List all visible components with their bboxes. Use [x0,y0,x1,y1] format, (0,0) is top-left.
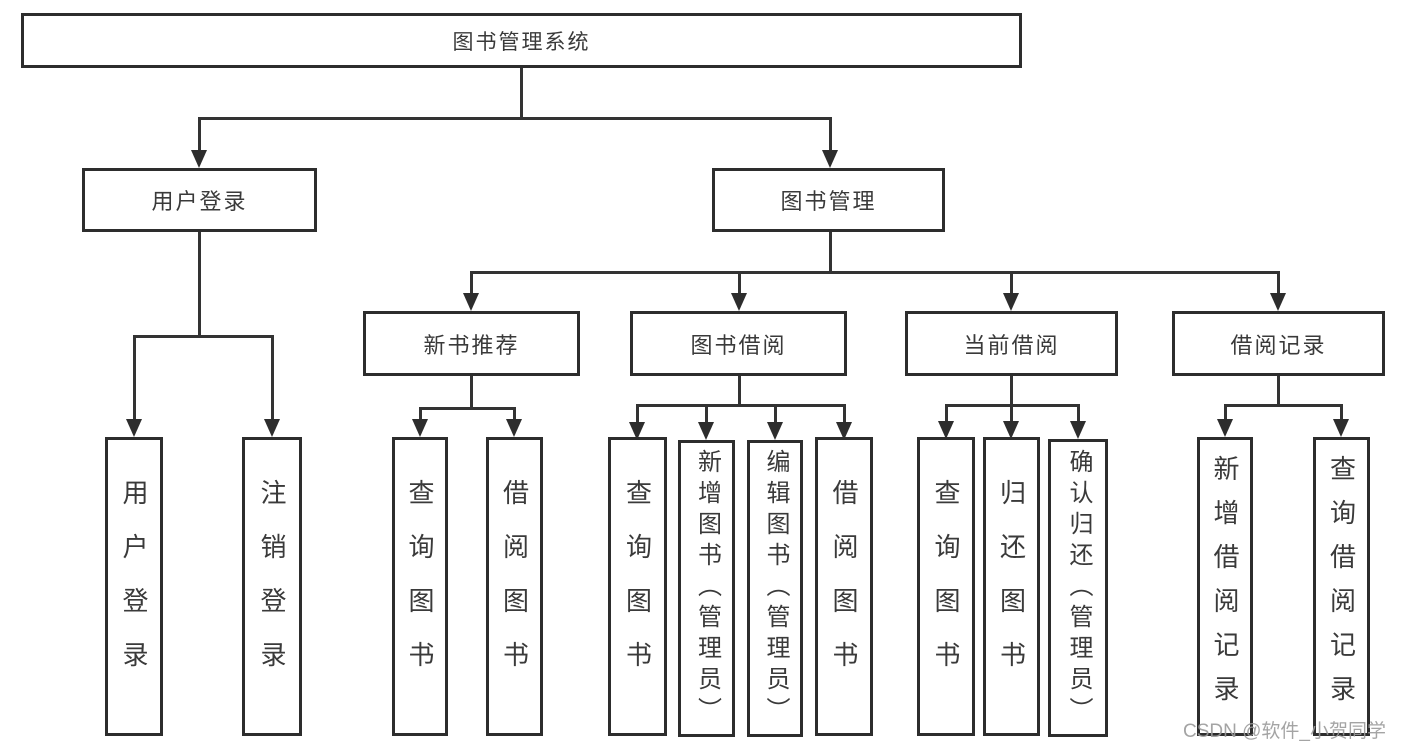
node-book-borrowing: 图书借阅 [630,311,847,376]
connector-line [198,117,831,120]
connector-line [419,407,516,410]
connector-line [198,231,201,337]
arrow-down-icon [822,150,838,168]
leaf-label: 查询图书 [931,478,961,695]
arrow-down-icon [836,422,852,440]
connector-line [945,404,948,422]
connector-line [1077,404,1080,422]
node-borrowing-records: 借阅记录 [1172,311,1385,376]
leaf-user-login: 用户登录 [105,437,163,736]
node-new-book-recommendation: 新书推荐 [363,311,580,376]
arrow-down-icon [629,422,645,440]
connector-line [470,375,473,409]
leaf-query-books-1: 查询图书 [392,437,448,736]
node-label: 图书管理系统 [452,30,591,54]
leaf-query-books-3: 查询图书 [917,437,975,736]
node-label: 图书借阅 [690,332,787,358]
connector-line [738,271,741,295]
connector-line [198,117,201,151]
leaf-query-borrow-record: 查询借阅记录 [1313,437,1370,736]
connector-line [520,66,523,119]
connector-line [133,335,274,338]
leaf-label: 注销登录 [257,478,287,695]
connector-line [1340,404,1343,420]
connector-line [774,404,777,424]
leaf-query-books-2: 查询图书 [608,437,667,736]
connector-line [843,404,846,424]
leaf-borrow-books-2: 借阅图书 [815,437,873,736]
connector-line [738,375,741,406]
connector-line [470,271,473,295]
connector-line [636,404,639,424]
connector-line [829,117,832,151]
arrow-down-icon [191,150,207,168]
connector-line [1010,271,1013,295]
node-library-management-system: 图书管理系统 [21,13,1022,68]
arrow-down-icon [463,293,479,311]
connector-line [271,335,274,421]
leaf-label: 借阅图书 [499,478,530,695]
connector-line [1277,271,1280,295]
connector-line [1277,375,1280,406]
arrow-down-icon [1070,421,1086,439]
node-label: 借阅记录 [1230,332,1327,358]
connector-line [636,404,846,407]
connector-line [133,335,136,421]
node-user-login: 用户登录 [82,168,317,232]
connector-line [829,231,832,273]
leaf-label: 新增图书（管理员） [693,449,721,728]
node-label: 新书推荐 [423,332,520,358]
arrow-down-icon [412,419,428,437]
arrow-down-icon [1270,293,1286,311]
leaf-label: 编辑图书（管理员） [762,449,789,728]
leaf-return-books: 归还图书 [983,437,1040,736]
connector-line [419,407,422,421]
node-book-management: 图书管理 [712,168,945,232]
node-current-borrowing: 当前借阅 [905,311,1118,376]
connector-line [1010,404,1013,422]
leaf-borrow-books-1: 借阅图书 [486,437,543,736]
node-label: 图书管理 [780,189,877,214]
leaf-label: 查询图书 [622,478,653,695]
leaf-add-borrow-record: 新增借阅记录 [1197,437,1253,736]
arrow-down-icon [767,422,783,440]
node-label: 当前借阅 [963,332,1060,358]
leaf-confirm-return-admin: 确认归还（管理员） [1048,439,1108,737]
connector-line [470,271,1280,274]
arrow-down-icon [264,419,280,437]
leaf-label: 用户登录 [119,478,149,695]
connector-line [1224,404,1343,407]
leaf-label: 确认归还（管理员） [1065,448,1092,728]
leaf-add-books-admin: 新增图书（管理员） [678,440,735,737]
arrow-down-icon [1003,293,1019,311]
node-label: 用户登录 [151,189,248,214]
leaf-logout: 注销登录 [242,437,302,736]
arrow-down-icon [506,419,522,437]
arrow-down-icon [698,422,714,440]
arrow-down-icon [1217,419,1233,437]
arrow-down-icon [731,293,747,311]
leaf-edit-books-admin: 编辑图书（管理员） [747,440,803,737]
arrow-down-icon [1333,419,1349,437]
arrow-down-icon [938,421,954,439]
leaf-label: 查询借阅记录 [1326,454,1357,719]
watermark: CSDN @软件_小贺同学 [1183,721,1386,742]
arrow-down-icon [1003,421,1019,439]
connector-line [1010,375,1013,406]
leaf-label: 归还图书 [996,478,1027,695]
connector-line [513,407,516,421]
connector-line [1224,404,1227,420]
leaf-label: 新增借阅记录 [1210,454,1240,719]
leaf-label: 借阅图书 [829,478,859,695]
arrow-down-icon [126,419,142,437]
connector-line [705,404,708,424]
leaf-label: 查询图书 [405,478,435,695]
